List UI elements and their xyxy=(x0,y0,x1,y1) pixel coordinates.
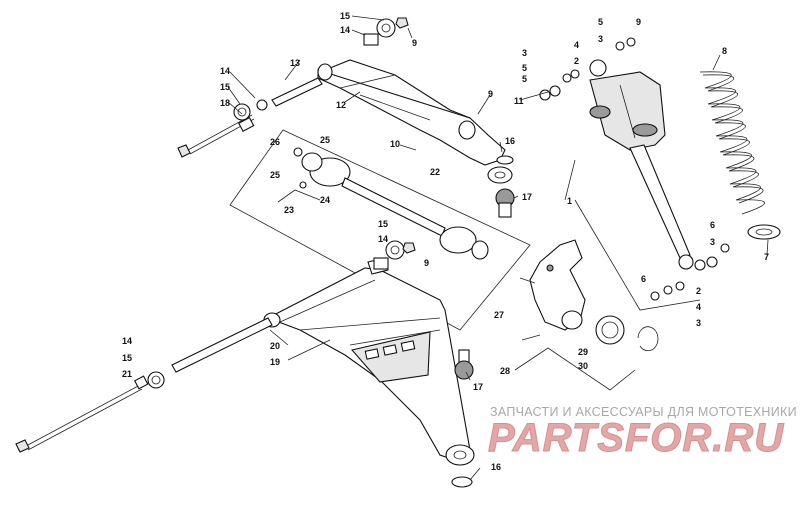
callout-13: 13 xyxy=(290,58,300,68)
wheel-bearing xyxy=(595,315,659,352)
coil-spring xyxy=(699,71,781,240)
callout-14: 14 xyxy=(122,336,132,346)
callout-16: 16 xyxy=(505,136,515,146)
callout-8: 8 xyxy=(722,46,727,56)
upper-pivot-parts xyxy=(177,77,323,158)
callout-14: 14 xyxy=(340,25,350,35)
callout-14: 14 xyxy=(378,234,388,244)
lower-arm-top-bushings xyxy=(373,240,416,270)
callout-15: 15 xyxy=(340,11,350,21)
callout-26: 26 xyxy=(270,137,280,147)
callout-17: 17 xyxy=(473,382,483,392)
callout-30: 30 xyxy=(578,361,588,371)
callout-29: 29 xyxy=(578,347,588,357)
callout-15: 15 xyxy=(220,82,230,92)
callout-7: 7 xyxy=(764,252,769,262)
callout-5: 5 xyxy=(522,63,527,73)
callout-2: 2 xyxy=(696,286,701,296)
watermark-subtitle: ЗАПЧАСТИ И АКСЕССУАРЫ ДЛЯ МОТОТЕХНИКИ xyxy=(490,405,797,419)
callout-6: 6 xyxy=(710,220,715,230)
callout-17: 17 xyxy=(522,192,532,202)
callout-15: 15 xyxy=(122,353,132,363)
callout-1: 1 xyxy=(567,196,572,206)
callout-3: 3 xyxy=(696,318,701,328)
callout-5: 5 xyxy=(598,17,603,27)
callout-4: 4 xyxy=(696,302,701,312)
upper-a-arm xyxy=(317,59,513,184)
callout-25: 25 xyxy=(320,135,330,145)
upper-ball-joint xyxy=(495,155,515,218)
callout-9: 9 xyxy=(488,89,493,99)
callout-5: 5 xyxy=(522,74,527,84)
lower-a-arm xyxy=(263,257,475,466)
callout-9: 9 xyxy=(424,258,429,268)
callout-2: 2 xyxy=(574,56,579,66)
callout-3: 3 xyxy=(598,34,603,44)
callout-23: 23 xyxy=(284,205,294,215)
steering-knuckle xyxy=(519,239,586,341)
part-number-labels: 15 14 9 13 14 15 18 12 9 10 16 22 17 26 … xyxy=(122,11,769,472)
callout-28: 28 xyxy=(500,366,510,376)
lower-pivot-parts xyxy=(15,317,273,453)
callout-4: 4 xyxy=(574,40,579,50)
callout-9: 9 xyxy=(412,38,417,48)
shock-absorber xyxy=(519,37,730,301)
leader-lines xyxy=(227,15,769,481)
callout-10: 10 xyxy=(390,139,400,149)
callout-9: 9 xyxy=(636,17,641,27)
callout-12: 12 xyxy=(336,100,346,110)
callout-25: 25 xyxy=(270,170,280,180)
callout-18: 18 xyxy=(220,98,230,108)
cv-axle-shaft xyxy=(229,129,531,331)
callout-22: 22 xyxy=(430,167,440,177)
callout-3: 3 xyxy=(522,48,527,58)
callout-21: 21 xyxy=(122,369,132,379)
callout-6: 6 xyxy=(641,274,646,284)
watermark-logo: PARTSFOR.RU xyxy=(487,416,785,461)
lower-ball-joint xyxy=(451,349,474,488)
callout-20: 20 xyxy=(270,341,280,351)
callout-14: 14 xyxy=(220,66,230,76)
callout-11: 11 xyxy=(514,96,524,106)
callout-27: 27 xyxy=(494,310,504,320)
callout-16: 16 xyxy=(491,462,501,472)
upper-arm-top-bushings xyxy=(363,17,409,46)
callout-24: 24 xyxy=(320,195,330,205)
callout-3: 3 xyxy=(710,237,715,247)
callout-15: 15 xyxy=(378,219,388,229)
callout-19: 19 xyxy=(270,357,280,367)
